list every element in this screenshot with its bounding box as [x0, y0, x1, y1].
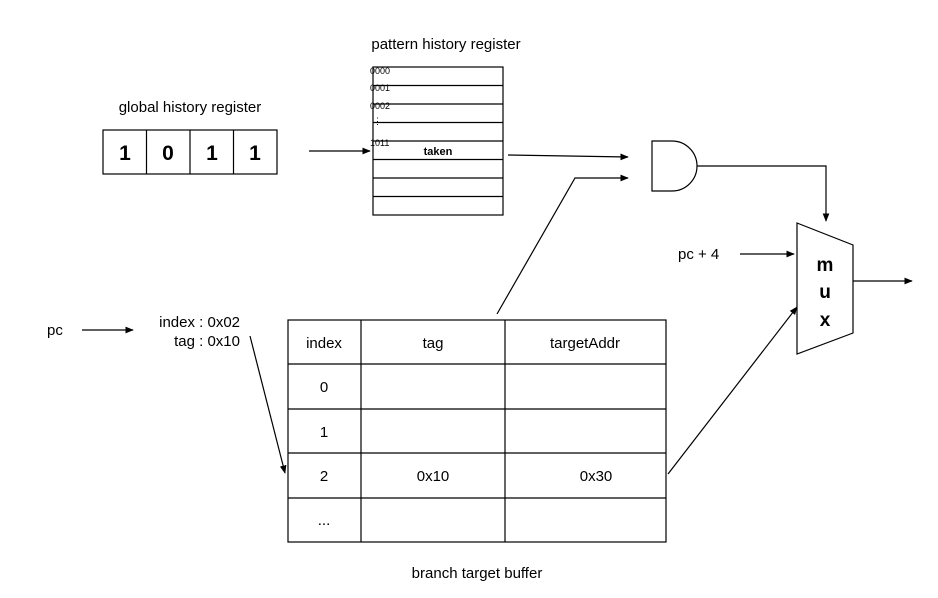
- ghr-bit: 0: [162, 142, 174, 165]
- branch-target-buffer: index tag targetAddr 0 1 2 0x10 0x30 ...…: [287, 319, 667, 582]
- btb-cell-index: 2: [320, 468, 328, 485]
- btb-cell-index: 1: [320, 424, 328, 441]
- btb-to-and-arrow: [496, 174, 629, 315]
- pc-plus-4-label: pc + 4: [678, 246, 719, 263]
- pht-row-label: 0002: [370, 101, 390, 111]
- ghr-bit: 1: [119, 142, 131, 165]
- and-to-mux-arrow: [697, 165, 830, 222]
- btb-cell-tag: 0x10: [417, 468, 450, 485]
- mux-letter: x: [820, 310, 831, 331]
- and-gate: [651, 140, 698, 192]
- ghr-bit: 1: [249, 142, 261, 165]
- pht-taken-entry: taken: [424, 146, 453, 158]
- pattern-history-register: pattern history register 0000 0001 0002 …: [370, 36, 521, 216]
- btb-cell-targetaddr: 0x30: [580, 468, 613, 485]
- btb-header-tag: tag: [423, 335, 444, 352]
- mux-letter: m: [817, 255, 834, 276]
- btb-table: [287, 319, 667, 543]
- mux: m u x: [796, 222, 854, 355]
- pht-row-label: 0000: [370, 66, 390, 76]
- pht-row-label: ⋮: [373, 116, 382, 126]
- btb-header-targetaddr: targetAddr: [550, 335, 620, 352]
- btb-header-index: index: [306, 335, 342, 352]
- pht-row-label: 0001: [370, 83, 390, 93]
- btb-caption: branch target buffer: [412, 565, 543, 582]
- pht-title: pattern history register: [371, 36, 520, 53]
- pc-tag-text: tag : 0x10: [174, 333, 240, 350]
- btb-cell-index: ...: [318, 512, 331, 529]
- btb-cell-index: 0: [320, 379, 328, 396]
- mux-letter: u: [819, 282, 831, 303]
- pc-label: pc: [47, 322, 63, 339]
- pht-to-and-arrow: [507, 153, 629, 161]
- index-to-btb-arrow: [249, 335, 287, 474]
- pc-index-text: index : 0x02: [159, 314, 240, 331]
- ghr-bit: 1: [206, 142, 218, 165]
- pht-row-label: 1011: [370, 138, 389, 148]
- global-history-register: global history register 1 0 1 1: [102, 99, 278, 175]
- ghr-title: global history register: [119, 99, 262, 116]
- btb-to-mux-arrow: [667, 306, 798, 475]
